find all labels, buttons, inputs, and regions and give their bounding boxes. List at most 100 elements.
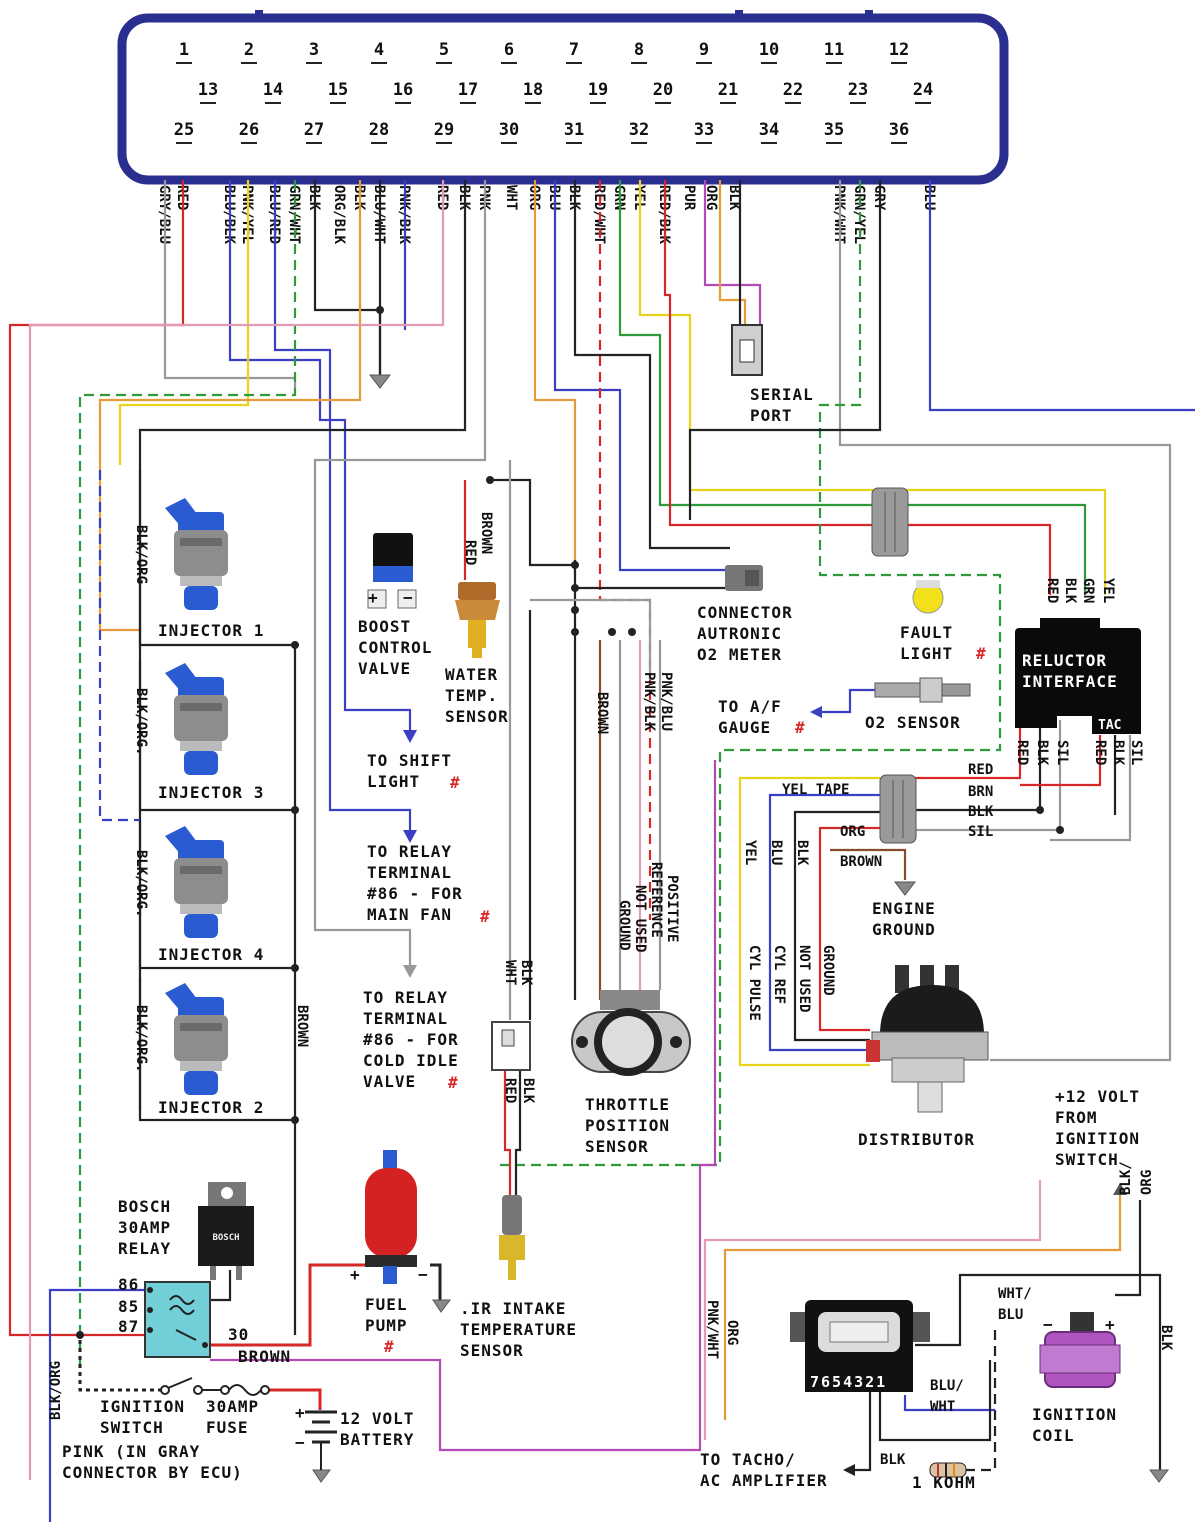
ecu-pin-28: 28	[369, 120, 389, 140]
ecu-pin-30: 30	[499, 120, 519, 140]
ecu-pin-31: 31	[564, 120, 584, 140]
iat-red-label: RED	[502, 1078, 518, 1103]
injector-2-label: INJECTOR 2	[158, 1098, 264, 1117]
injector-icon	[165, 498, 228, 1095]
ecu-pin-26: 26	[239, 120, 259, 140]
dist-blk-v-label: BLK	[794, 840, 810, 866]
boost-valve-icon	[367, 533, 417, 609]
ecu-pin-8: 8	[634, 40, 644, 60]
ecu-pin-33: 33	[694, 120, 714, 140]
dist-brown-label: BROWN	[840, 854, 882, 870]
pin-86-label: 86	[118, 1275, 139, 1294]
rel-red-label: RED	[1044, 578, 1060, 603]
fault-light-icon	[912, 580, 944, 614]
coil-wht-blu-label: WHT/BLU	[998, 1286, 1032, 1323]
coil-plus-label: +	[1105, 1315, 1116, 1334]
battery-minus-label: −	[295, 1433, 306, 1452]
injector-1-wire-label: BLK/ORG	[133, 525, 149, 584]
fuel-pump-hash: #	[384, 1337, 394, 1356]
ecu-pin-1: 1	[179, 40, 189, 60]
ecu-pin-34: 34	[759, 120, 779, 140]
ecu-pin-10: 10	[759, 40, 779, 60]
injector-2-wire-label: BLK/ORG.	[133, 1005, 149, 1072]
rel-red2-label: RED	[1014, 740, 1030, 765]
ecu-wire-label: ORG	[703, 185, 719, 210]
ecu-pin-20: 20	[653, 80, 673, 100]
reluctor-interface-box	[1015, 618, 1141, 734]
iat-wht-label: WHT	[502, 960, 518, 985]
module-pins-label: 7654321	[810, 1373, 887, 1391]
ecu-pin-15: 15	[328, 80, 348, 100]
ecu-wire-label: BLK	[726, 185, 742, 211]
coil-minus-label: −	[1043, 1315, 1054, 1334]
rel-red3-label: RED	[1092, 740, 1108, 765]
ecu-pin-25: 25	[174, 120, 194, 140]
cyl-ref-label: CYL REF	[771, 945, 787, 1004]
ignition-coil-icon	[1039, 1312, 1121, 1388]
ecu-pin-35: 35	[824, 120, 844, 140]
module-blu-wht-label: BLU/WHT	[930, 1378, 964, 1415]
switch-blk-org-label: BLK/ORG	[48, 1361, 64, 1420]
ignition-module-icon	[790, 1300, 930, 1392]
pnk-blk-label: PNK/BLK	[641, 672, 657, 732]
arrow-icon	[403, 706, 1127, 1476]
ecu-pin-5: 5	[439, 40, 449, 60]
ecu-pin-32: 32	[629, 120, 649, 140]
wires	[8, 180, 1195, 1527]
ecu-pin-29: 29	[434, 120, 454, 140]
injector-body-icon	[165, 983, 228, 1095]
cold-idle-hash: #	[448, 1073, 458, 1092]
tacho-blk-label: BLK	[880, 1452, 906, 1468]
dist-sil-label: SIL	[968, 824, 993, 840]
ground-label: GROUND	[616, 900, 632, 951]
module-pnk-wht-label: PNK/WHT	[704, 1300, 720, 1359]
ecu-wire-label: WHT	[503, 185, 519, 210]
water-temp-red-label: RED	[462, 540, 478, 565]
tac-label: TAC	[1098, 718, 1121, 733]
fuse-icon	[220, 1384, 270, 1396]
dist-blu-label: BLU	[768, 840, 784, 865]
dist-blk-label: BLK	[968, 804, 994, 820]
ecu-pin-16: 16	[393, 80, 413, 100]
shift-light-hash: #	[450, 773, 460, 792]
ecu-wire-label: ORG/BLK	[331, 185, 347, 245]
pump-plus-label: +	[350, 1265, 361, 1284]
module-org-label: ORG	[724, 1320, 740, 1345]
ecu-pin-22: 22	[783, 80, 803, 100]
dist-ground-label: GROUND	[820, 945, 836, 996]
ecu-pin-27: 27	[304, 120, 324, 140]
iat-blk2-label: BLK	[520, 1078, 536, 1104]
o2-sensor-icon	[874, 677, 971, 703]
resistor-icon	[929, 1462, 967, 1478]
reluctor-plug-icon	[871, 487, 917, 844]
injector-body-icon	[165, 663, 228, 775]
serial-port-connector	[731, 324, 763, 376]
tps-brown-label: BROWN	[594, 692, 610, 734]
reference-label: REFERENCE	[648, 862, 664, 938]
dist-red-label: RED	[968, 762, 993, 778]
injector-4-label: INJECTOR 4	[158, 945, 264, 964]
rel-blk2-label: BLK	[1034, 740, 1050, 766]
boost-plus-label: +	[368, 588, 379, 607]
dist-org-label: ORG	[840, 824, 865, 840]
ecu-pin-7: 7	[569, 40, 579, 60]
ecu-pin-2: 2	[244, 40, 254, 60]
ecu-pin-11: 11	[824, 40, 844, 60]
iat-sensor-icon	[491, 1021, 531, 1280]
resistor-label: 1 KOHM	[912, 1473, 976, 1492]
ecu-pin-9: 9	[699, 40, 709, 60]
ecu-wire-label: PUR	[681, 185, 697, 211]
